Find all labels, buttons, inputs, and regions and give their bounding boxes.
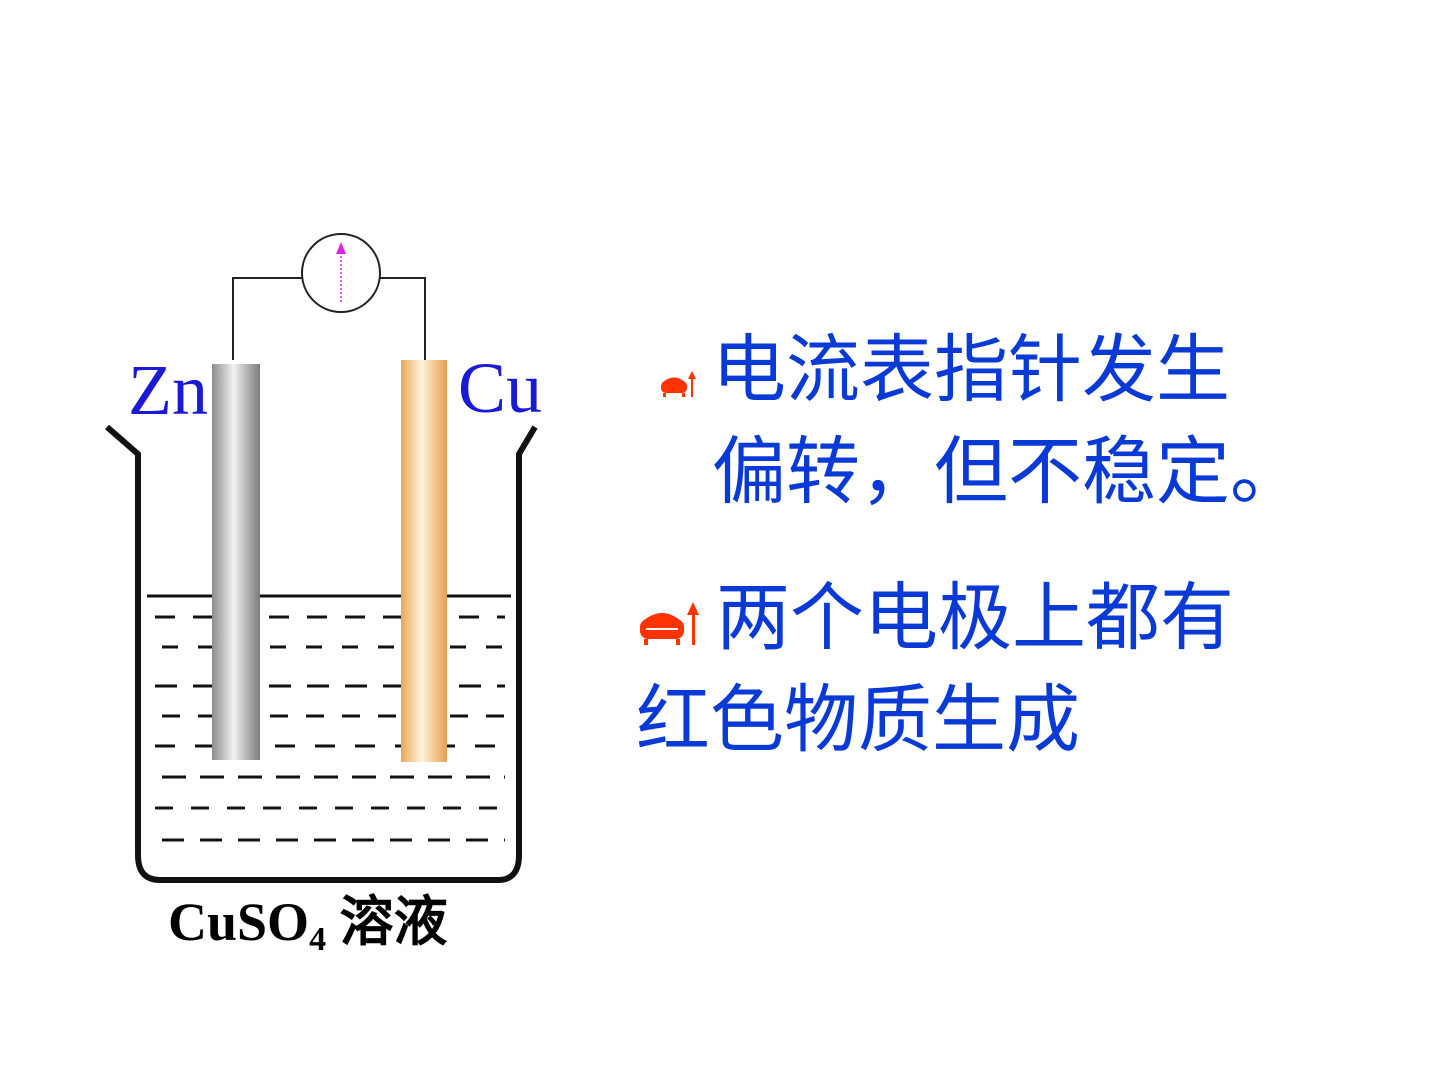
copper-electrode <box>401 360 447 762</box>
sofa-bullet-icon <box>658 325 698 423</box>
point-2-line-2: 红色物质生成 <box>636 677 1080 764</box>
electrode-label-cu: Cu <box>458 348 542 428</box>
zinc-electrode <box>212 364 260 760</box>
circuit-wire <box>232 277 426 360</box>
solution <box>147 594 511 872</box>
sofa-bullet-icon <box>636 573 704 671</box>
point-1: 电流表指针发生 偏转，但不稳定。 <box>658 321 1304 521</box>
ammeter-icon <box>301 233 381 313</box>
solution-label: CuSO4 溶液 <box>168 892 448 958</box>
electrode-label-zn: Zn <box>128 350 208 430</box>
point-1-line-1: 电流表指针发生 <box>712 327 1230 413</box>
point-2-line-1: 两个电极上都有 <box>716 575 1234 661</box>
beaker <box>105 424 538 883</box>
point-1-line-2: 偏转，但不稳定。 <box>712 429 1304 516</box>
point-2: 两个电极上都有 红色物质生成 <box>636 569 1234 769</box>
